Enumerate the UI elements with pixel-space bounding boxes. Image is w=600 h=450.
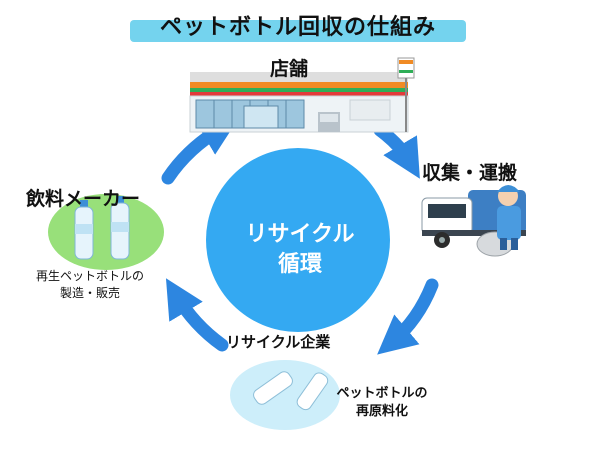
arrow-store-to-collection [373, 123, 420, 179]
store-label: 店舗 [270, 58, 309, 80]
maker-desc-line2: 製造・販売 [59, 286, 120, 300]
arrow-recycler-to-maker [165, 278, 229, 352]
center-label: リサイクル 循環 [210, 220, 390, 280]
arrow-maker-to-store [161, 118, 239, 185]
center-line2: 循環 [277, 252, 322, 277]
maker-illustration [48, 194, 164, 270]
recycler-label: リサイクル企業 [226, 333, 331, 351]
recycler-desc-line1: ペットボトルの [336, 386, 428, 401]
maker-label: 飲料メーカー [26, 188, 141, 210]
title-bar [130, 20, 466, 42]
center-circle [206, 148, 390, 332]
recycler-illustration [230, 360, 340, 430]
maker-desc-line1: 再生ペットボトルの [35, 269, 144, 283]
center-line1: リサイクル [245, 222, 355, 247]
recycler-description: ペットボトルの 再原料化 [322, 385, 442, 421]
truck-illustration [421, 185, 526, 257]
bottle-icon [253, 371, 329, 411]
page-title: ペットボトル回収の仕組み [159, 15, 436, 40]
bottle-icon [74, 200, 94, 260]
store-illustration [189, 57, 415, 133]
maker-description: 再生ペットボトルの 製造・販売 [6, 268, 174, 302]
arrow-collection-to-recycler [377, 278, 439, 355]
collection-label: 収集・運搬 [422, 162, 518, 184]
bottle-icon [110, 196, 130, 260]
recycler-desc-line2: 再原料化 [355, 404, 408, 419]
